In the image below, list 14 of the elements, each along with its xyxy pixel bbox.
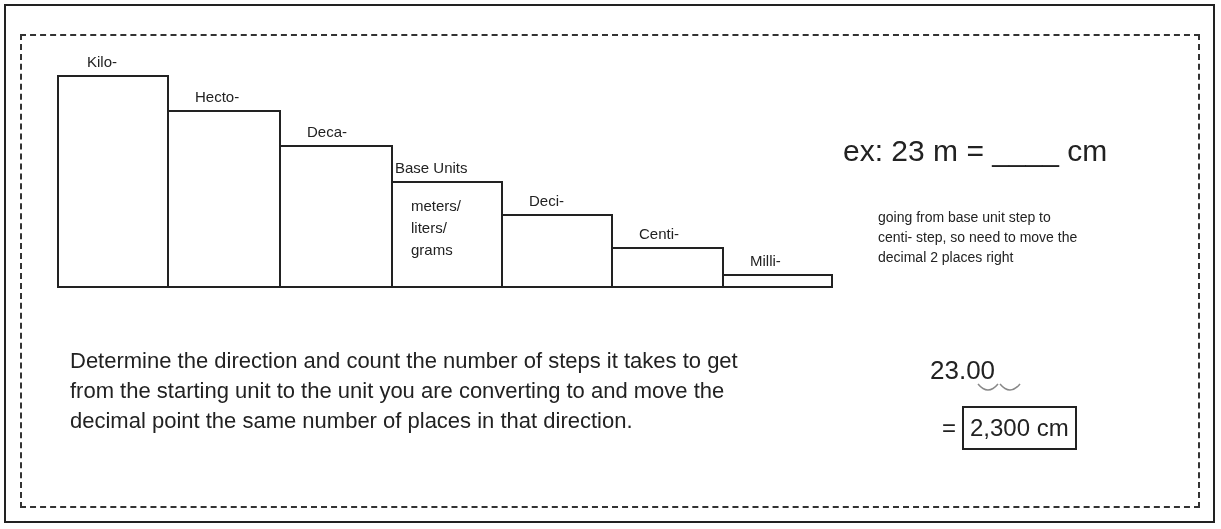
- instruction-paragraph: Determine the direction and count the number of steps it takes to get from the starting unit to the unit you are converting to and move the decimal point the same number of places in that direction.: [70, 347, 739, 435]
- step-label: Kilo-: [87, 53, 117, 70]
- unit-examples: meters/ liters/ grams: [411, 196, 462, 260]
- answer-box: 2,300 cm: [962, 406, 1077, 450]
- step-label: Hecto-: [195, 88, 240, 105]
- step-label: Base Units: [395, 159, 468, 176]
- step-label: Centi-: [639, 225, 679, 242]
- equals-sign: =: [942, 414, 956, 442]
- step-label: Milli-: [750, 252, 781, 269]
- explanation-note: going from base unit step to centi- step, so need to move the decimal 2 places right: [878, 208, 1079, 267]
- example-problem: ex: 23 m = ____ cm: [843, 134, 1108, 168]
- step-label: Deca-: [307, 123, 347, 140]
- step-label: Deci-: [529, 192, 564, 209]
- decimal-number: 23.00: [930, 355, 996, 386]
